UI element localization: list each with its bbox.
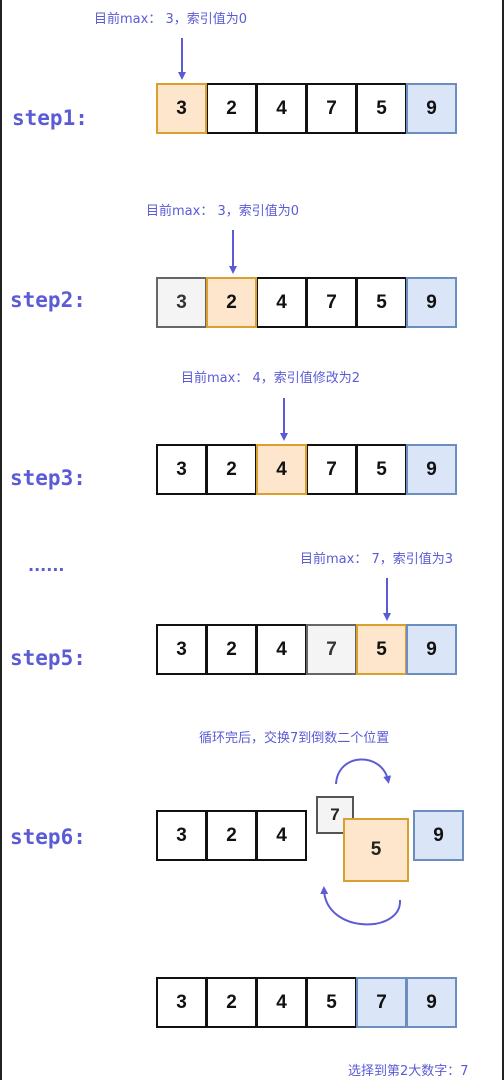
array-cell: 5: [306, 977, 357, 1028]
step2-array: 3 2 4 7 5 9: [156, 277, 457, 328]
left-border: [0, 0, 2, 1080]
array-cell: 9: [406, 624, 457, 675]
array-cell: 9: [406, 977, 457, 1028]
array-cell: 9: [406, 444, 457, 495]
final-array: 3 2 4 5 7 9: [156, 977, 457, 1028]
array-cell: 7: [356, 977, 407, 1028]
step5-label: step5:: [10, 646, 86, 670]
step1-array: 3 2 4 7 5 9: [156, 83, 457, 134]
array-cell: 3: [156, 277, 207, 328]
step2-note: 目前max： 3，索引值为0: [146, 204, 299, 219]
array-cell: 4: [256, 277, 307, 328]
array-cell: 2: [206, 444, 257, 495]
array-cell: 5: [356, 444, 407, 495]
step6-right-array: 9: [413, 810, 464, 861]
step5-note: 目前max： 7，索引值为3: [300, 552, 453, 567]
array-cell: 2: [206, 277, 257, 328]
array-cell: 9: [406, 277, 457, 328]
ellipsis: ......: [28, 556, 65, 575]
step1-label: step1:: [12, 106, 88, 130]
array-cell: 4: [256, 810, 307, 861]
final-caption: 选择到第2大数字：7: [348, 1064, 469, 1079]
array-cell: 4: [256, 624, 307, 675]
step3-label: step3:: [10, 466, 86, 490]
step6-left-array: 3 2 4: [156, 810, 307, 861]
step1-note: 目前max： 3，索引值为0: [94, 12, 247, 27]
step5-array: 3 2 4 7 5 9: [156, 624, 457, 675]
swap-arrow-bottom: [320, 886, 402, 926]
array-cell: 5: [356, 83, 407, 134]
array-cell: 4: [256, 444, 307, 495]
step2-label: step2:: [10, 288, 86, 312]
array-cell: 3: [156, 444, 207, 495]
swap-arrow-top: [335, 758, 392, 785]
swap-big-box: 5: [343, 818, 409, 882]
step6-label: step6:: [10, 825, 86, 849]
array-cell: 3: [156, 83, 207, 134]
step3-note: 目前max： 4，索引值修改为2: [181, 371, 360, 386]
array-cell: 9: [406, 83, 457, 134]
array-cell: 2: [206, 624, 257, 675]
step3-array: 3 2 4 7 5 9: [156, 444, 457, 495]
array-cell: 9: [413, 810, 464, 861]
right-border: [502, 0, 504, 1080]
step6-note: 循环完后，交换7到倒数二个位置: [199, 731, 390, 746]
array-cell: 5: [356, 624, 407, 675]
